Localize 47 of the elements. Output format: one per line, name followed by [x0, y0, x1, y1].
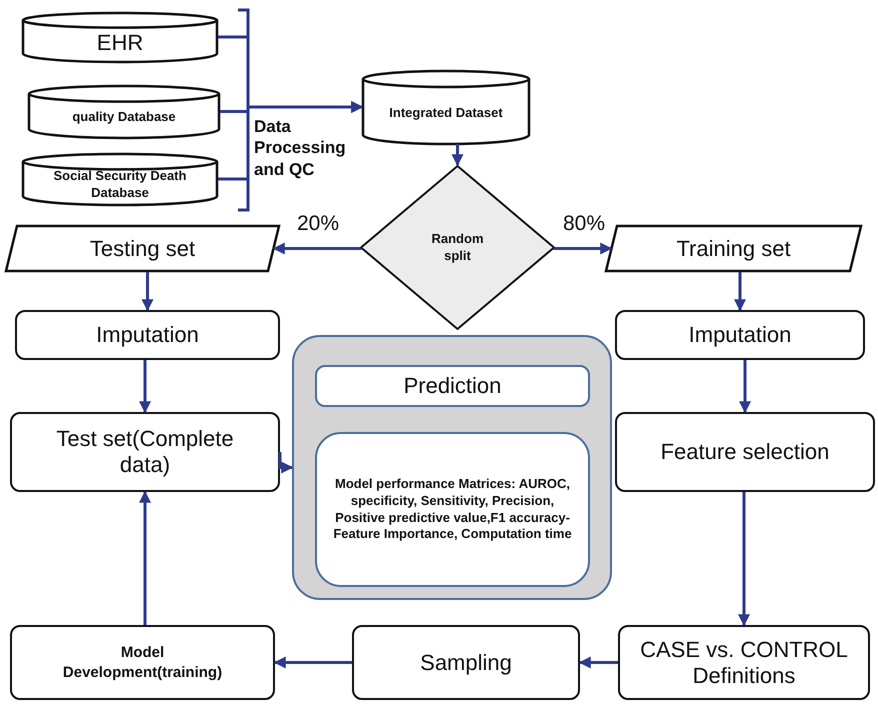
arrow — [734, 270, 746, 312]
arrow — [739, 358, 751, 414]
node-label: Imputation — [688, 322, 792, 348]
node-label: Prediction — [404, 373, 502, 399]
arrow — [554, 242, 612, 254]
inner-box — [315, 365, 590, 407]
group-panel — [292, 335, 612, 600]
node-label: Test set(Complete data) — [55, 426, 235, 478]
process-box — [615, 310, 865, 360]
arrow — [452, 142, 464, 166]
node-label: Feature selection — [660, 439, 830, 465]
arrow — [142, 270, 154, 312]
node-label: Testing set — [90, 236, 196, 262]
process-box — [615, 412, 875, 492]
data-parallelogram — [605, 225, 862, 272]
node-label: Imputation — [96, 322, 199, 348]
arrow — [738, 490, 750, 626]
process-box — [618, 625, 870, 700]
inner-box — [315, 432, 590, 587]
process-box — [352, 625, 580, 700]
arrow — [274, 656, 352, 668]
node-label: Sampling — [420, 650, 512, 676]
database-cylinder — [362, 70, 530, 144]
arrow — [578, 656, 618, 668]
node-label: Social Security Death Database — [52, 168, 188, 202]
node-label: Model performance Matrices: AUROC, specificity, Sensitivity, Precision, Positive predictive value,F1 accuracy-Feature Importance, Computation time — [332, 476, 573, 544]
database-cylinder — [28, 85, 220, 138]
node-label: CASE vs. CONTROL Definitions — [639, 636, 849, 688]
node-label: EHR — [96, 30, 144, 56]
arrow — [272, 242, 362, 254]
database-cylinder — [22, 12, 218, 62]
process-box — [10, 412, 280, 492]
process-box — [15, 310, 280, 360]
arrow — [218, 101, 364, 180]
decision-diamond — [360, 165, 555, 330]
node-label: Model Development(training) — [62, 643, 224, 682]
node-label: quality Database — [72, 109, 176, 126]
data-parallelogram — [5, 225, 280, 272]
arrow — [139, 358, 151, 414]
node-label: Random split — [430, 230, 484, 264]
arrow — [139, 490, 151, 626]
node-label: Integrated Dataset — [389, 104, 503, 122]
arrow — [278, 452, 294, 474]
node-label: Training set — [676, 236, 791, 262]
database-cylinder — [22, 153, 218, 205]
process-note: Data Processing and QC — [254, 116, 347, 180]
process-box — [10, 625, 275, 700]
